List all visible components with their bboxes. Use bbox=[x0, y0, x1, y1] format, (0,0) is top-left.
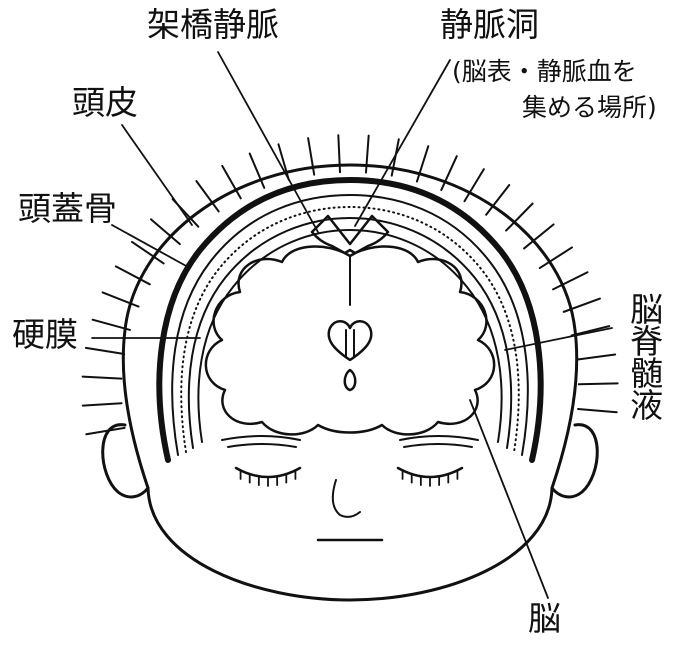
hair-tick bbox=[578, 409, 617, 412]
right-eyelashes bbox=[403, 470, 458, 486]
right-brow-2 bbox=[404, 444, 472, 447]
hair-tick bbox=[86, 348, 124, 354]
right-brow bbox=[400, 436, 478, 440]
hair-tick bbox=[83, 403, 122, 405]
skull-inner bbox=[189, 218, 511, 448]
left-brow bbox=[222, 436, 300, 440]
left-eyelashes bbox=[241, 470, 296, 486]
left-eye bbox=[236, 468, 300, 477]
scalp-band bbox=[159, 180, 540, 460]
label-scalp: 頭皮 bbox=[72, 86, 138, 121]
hair-tick bbox=[579, 383, 618, 384]
label-venous-sinus-note-2: 集める場所) bbox=[522, 92, 657, 125]
label-bridging-vein: 架橋静脈 bbox=[147, 8, 279, 43]
left-brow-2 bbox=[228, 444, 296, 447]
right-ear bbox=[552, 425, 597, 497]
label-venous-sinus: 静脈洞 bbox=[440, 8, 539, 43]
leader-bridging-vein bbox=[218, 52, 318, 232]
label-dura: 硬膜 bbox=[12, 318, 78, 353]
third-ventricle bbox=[345, 370, 356, 390]
label-csf: 脳脊髄液 bbox=[626, 292, 661, 420]
hair-tick bbox=[577, 355, 615, 360]
skull-outer bbox=[172, 195, 528, 455]
leader-scalp bbox=[122, 125, 192, 225]
label-brain: 脳 bbox=[528, 602, 561, 637]
label-venous-sinus-note-1: (脳表・静脈血を bbox=[452, 56, 637, 89]
nose bbox=[333, 480, 360, 517]
ventricle bbox=[329, 321, 372, 360]
left-ear bbox=[103, 425, 148, 497]
hair-tick bbox=[83, 377, 122, 379]
hair-tick bbox=[540, 247, 572, 268]
hair-tick bbox=[572, 326, 610, 335]
right-eye bbox=[398, 468, 462, 477]
label-skull: 頭蓋骨 bbox=[18, 192, 117, 227]
